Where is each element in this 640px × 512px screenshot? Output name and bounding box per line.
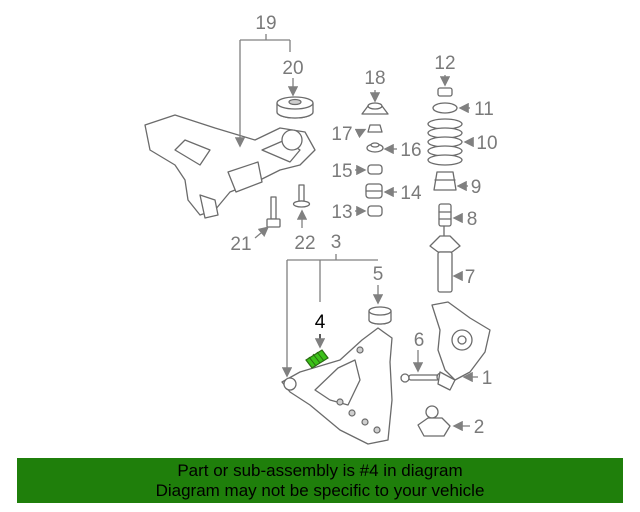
strut-mount-stack: [361, 102, 389, 217]
callout-8: 8: [467, 209, 478, 230]
callout-22: 22: [294, 233, 315, 254]
callout-10: 10: [476, 133, 497, 154]
banner-line-2: Diagram may not be specific to your vehi…: [155, 481, 485, 500]
control-arm-front-bushing-highlighted: [305, 349, 329, 369]
callout-4-highlighted: 4: [315, 312, 326, 333]
subframe-mount-bushing: [276, 96, 314, 119]
callout-6: 6: [414, 330, 425, 351]
callout-11: 11: [474, 99, 494, 120]
callout-9: 9: [471, 177, 482, 198]
callout-5: 5: [373, 264, 384, 285]
callout-20: 20: [282, 58, 303, 79]
lower-control-arm: [281, 327, 393, 445]
bolt-21: [266, 196, 281, 228]
callout-labels: 19 20 21 22 18 17 16 15 14 13 12 11 10 9…: [230, 13, 497, 438]
banner-line-1: Part or sub-assembly is #4 in diagram: [177, 461, 463, 480]
leader-lines: [234, 34, 478, 432]
parts-diagram: 19 20 21 22 18 17 16 15 14 13 12 11 10 9…: [144, 13, 498, 445]
callout-16: 16: [400, 140, 421, 161]
callout-12: 12: [434, 53, 455, 74]
strut-spring-assembly: [427, 87, 463, 293]
callout-1: 1: [482, 368, 493, 389]
subframe-crossmember: [144, 114, 316, 219]
ball-joint: [417, 405, 451, 437]
callout-17: 17: [331, 124, 352, 145]
callout-18: 18: [364, 68, 385, 89]
info-banner: Part or sub-assembly is #4 in diagram Di…: [17, 458, 623, 503]
bolt-22: [292, 184, 311, 208]
steering-knuckle: [431, 301, 491, 391]
callout-15: 15: [331, 161, 352, 182]
control-arm-rear-bushing: [368, 306, 392, 325]
callout-21: 21: [230, 234, 251, 255]
callout-13: 13: [331, 202, 352, 223]
callout-2: 2: [474, 417, 485, 438]
callout-3: 3: [331, 232, 342, 253]
callout-19: 19: [255, 13, 276, 34]
callout-7: 7: [465, 267, 476, 288]
callout-14: 14: [400, 183, 422, 204]
